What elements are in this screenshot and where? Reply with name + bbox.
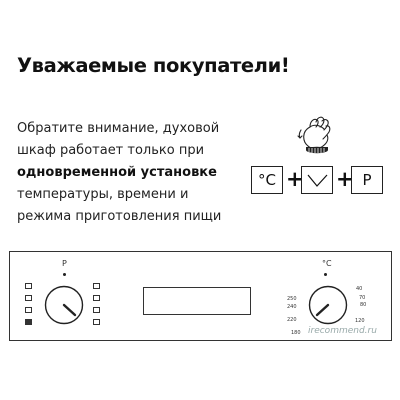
mode-icon (93, 319, 100, 325)
celsius-label: °C (258, 171, 276, 189)
notice-line-5: режима приготовления пищи (17, 209, 222, 224)
temp-scale-label: 70 (359, 295, 366, 301)
time-box (301, 166, 333, 194)
notice-line-3-bold: одновременной установке (17, 165, 217, 180)
plus-sign: + (286, 167, 304, 191)
mode-icon (93, 307, 100, 313)
temperature-box: °C (251, 166, 283, 194)
temp-dial-marker (324, 273, 327, 276)
mode-dial-marker (63, 273, 66, 276)
notice-line-4: температуры, времени и (17, 187, 189, 202)
notice-line-1: Обратите внимание, духовой (17, 121, 220, 136)
temp-scale-label: 240 (287, 304, 297, 310)
program-box: P (351, 166, 383, 194)
mode-icon (25, 307, 32, 313)
mode-icon (25, 295, 32, 301)
oven-control-panel: P °C 250 240 220 180 40 70 80 120 (9, 251, 392, 341)
hand-turning-knob-icon (297, 116, 331, 154)
temperature-knob[interactable] (308, 285, 348, 325)
temp-scale-label: 180 (291, 330, 301, 336)
mode-icon (25, 283, 32, 289)
page-title: Уважаемые покупатели! (17, 54, 290, 77)
mode-icon (93, 283, 100, 289)
plus-sign: + (336, 167, 354, 191)
timer-display (143, 287, 251, 315)
watermark: irecommend.ru (308, 326, 377, 336)
mode-dial-label: P (62, 259, 67, 268)
temp-scale-label: 220 (287, 317, 297, 323)
mode-icon (25, 319, 32, 325)
program-label: P (362, 171, 372, 189)
temp-scale-label: 250 (287, 296, 297, 302)
notice-paragraph: Обратите внимание, духовой шкаф работает… (17, 118, 221, 228)
temp-scale-label: 80 (360, 302, 367, 308)
mode-knob[interactable] (44, 285, 84, 325)
notice-line-2: шкаф работает только при (17, 143, 205, 158)
temp-scale-label: 40 (356, 286, 363, 292)
clock-icon (307, 174, 328, 187)
temp-scale-label: 120 (355, 318, 365, 324)
temp-dial-label: °C (322, 259, 332, 268)
mode-icon (93, 295, 100, 301)
